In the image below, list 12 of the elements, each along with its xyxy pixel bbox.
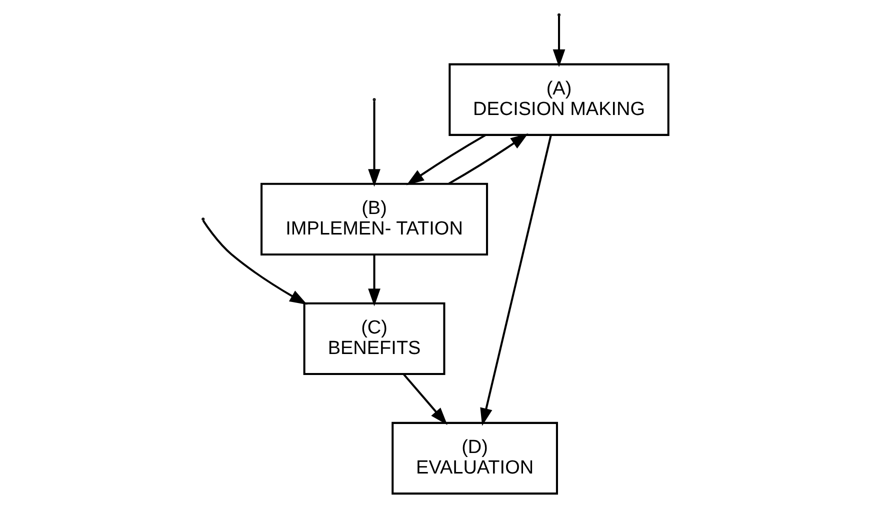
node-box: (A) DECISION MAKING xyxy=(448,62,670,136)
arrow xyxy=(202,220,308,304)
arrow xyxy=(448,132,528,184)
node-box: (C) BENEFITS xyxy=(303,302,446,375)
node-box: (D) EVALUATION xyxy=(392,421,558,494)
arrow xyxy=(403,373,448,425)
node-box: (B) IMPLEMEN- TATION xyxy=(260,182,488,256)
arrow xyxy=(368,100,380,186)
arrow xyxy=(480,134,552,426)
arrow xyxy=(552,14,566,67)
arrow xyxy=(406,134,486,185)
arrow xyxy=(368,254,380,306)
